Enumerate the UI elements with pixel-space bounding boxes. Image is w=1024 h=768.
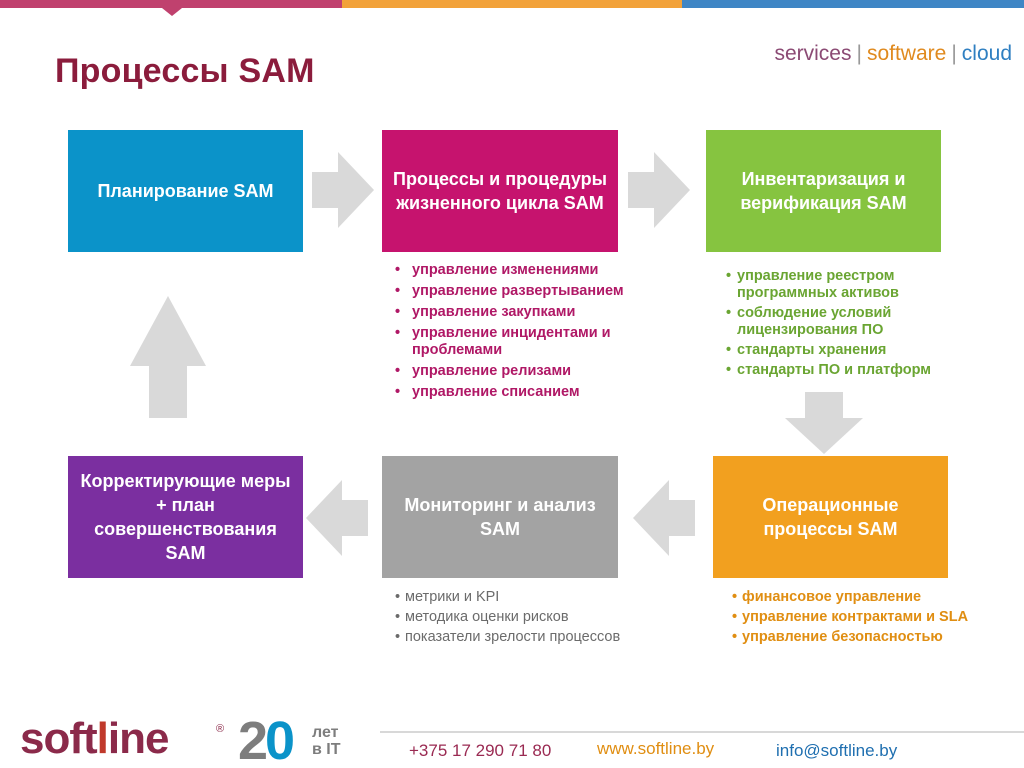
bullet: • (732, 589, 738, 605)
inventory-list: • управление реестром программных активов… (724, 268, 956, 382)
list-item-text: управление релизами (412, 363, 572, 379)
years-line-1: лет (312, 724, 339, 741)
footer-website-link[interactable]: www.softline.by (597, 739, 715, 758)
box-lifecycle-label: Процессы и процедуры жизненного цикла SA… (393, 169, 607, 213)
bullet: • (726, 362, 732, 378)
arrow-left-icon (633, 480, 695, 556)
softline-logo: softline (20, 714, 170, 764)
list-item-text: методика оценки рисков (405, 609, 569, 625)
logo-text-soft: soft (20, 714, 98, 763)
bullet: • (395, 363, 401, 379)
bullet: • (726, 342, 732, 358)
list-item: • управление развертыванием (392, 283, 632, 300)
box-monitoring: Мониторинг и анализ SAM (382, 456, 618, 578)
box-corrective-label: Корректирующие меры + план совершенствов… (80, 471, 291, 563)
top-bar-segment-magenta (0, 0, 342, 8)
list-item-text: управление инцидентами и проблемами (412, 325, 611, 358)
box-operations-label: Операционные процессы SAM (762, 495, 899, 539)
list-item: •методика оценки рисков (394, 609, 634, 626)
tagline-software: software (866, 42, 947, 65)
bullet: • (732, 609, 738, 625)
list-item-text: управление списанием (412, 384, 580, 400)
list-item: • стандарты ПО и платформ (724, 362, 956, 379)
list-item: •управление безопасностью (731, 629, 971, 646)
top-bar-segment-blue (682, 0, 1024, 8)
bullet: • (395, 629, 401, 645)
list-item: • управление списанием (392, 384, 632, 401)
footer-phone: +375 17 290 71 80 (409, 741, 552, 760)
list-item-text: управление безопасностью (742, 629, 943, 645)
tagline-separator: | (856, 42, 862, 65)
anniversary-digit-2: 2 (238, 711, 268, 768)
arrow-right-icon (312, 152, 374, 228)
arrow-right-icon (628, 152, 690, 228)
list-item: •финансовое управление (731, 589, 971, 606)
bullet: • (395, 304, 401, 320)
list-item-text: метрики и KPI (405, 589, 500, 605)
monitoring-list: •метрики и KPI •методика оценки рисков •… (394, 589, 634, 649)
list-item: • управление изменениями (392, 262, 632, 279)
bullet: • (395, 589, 401, 605)
lifecycle-list: • управление изменениями • управление разв… (392, 262, 632, 405)
registered-mark: ® (216, 723, 225, 735)
arrow-down-icon (785, 392, 863, 454)
bullet: • (732, 629, 738, 645)
list-item: •управление контрактами и SLA (731, 609, 971, 626)
anniversary-digit-0: 0 (265, 711, 295, 768)
box-lifecycle: Процессы и процедуры жизненного цикла SA… (382, 130, 618, 252)
footer-divider (380, 731, 1024, 733)
list-item-text: стандарты ПО и платформ (737, 362, 931, 378)
top-color-bar (0, 0, 1024, 8)
box-planning-label: Планирование SAM (97, 181, 274, 201)
top-bar-segment-orange (342, 0, 682, 8)
list-item-text: управление изменениями (412, 262, 599, 278)
tagline: services|software|cloud (774, 42, 1012, 66)
list-item: • управление релизами (392, 363, 632, 380)
anniversary-logo: 20 (238, 710, 295, 768)
bullet: • (726, 305, 732, 321)
top-bar-notch (162, 8, 182, 16)
tagline-services: services (774, 42, 852, 65)
page-title: Процессы SAM (55, 52, 315, 90)
list-item-text: управление закупками (412, 304, 576, 320)
list-item-text: финансовое управление (742, 589, 922, 605)
list-item-text: управление развертыванием (412, 283, 624, 299)
list-item: • управление инцидентами и проблемами (392, 325, 632, 359)
list-item: • управление реестром программных активов (724, 268, 956, 302)
box-operations: Операционные процессы SAM (713, 456, 948, 578)
list-item-text: управление контрактами и SLA (742, 609, 969, 625)
arrow-left-icon (306, 480, 368, 556)
bullet: • (395, 325, 401, 341)
years-line-2: в IT (312, 741, 341, 758)
list-item: •показатели зрелости процессов (394, 629, 634, 646)
list-item-text: стандарты хранения (737, 342, 887, 358)
box-corrective: Корректирующие меры + план совершенствов… (68, 456, 303, 578)
logo-text-ine: ine (107, 714, 170, 763)
operations-list: •финансовое управление •управление контр… (731, 589, 971, 649)
list-item: • соблюдение условий лицензирования ПО (724, 305, 956, 339)
footer-email-link[interactable]: info@softline.by (776, 741, 898, 760)
box-monitoring-label: Мониторинг и анализ SAM (404, 495, 596, 539)
list-item: • стандарты хранения (724, 342, 956, 359)
list-item-text: управление реестром программных активов (737, 268, 899, 301)
logo-text-l: l (96, 714, 109, 763)
arrow-up-icon (130, 296, 206, 418)
bullet: • (395, 283, 401, 299)
tagline-separator: | (951, 42, 957, 65)
list-item: •метрики и KPI (394, 589, 634, 606)
box-planning: Планирование SAM (68, 130, 303, 252)
bullet: • (726, 268, 732, 284)
tagline-cloud: cloud (961, 42, 1012, 65)
bullet: • (395, 384, 401, 400)
bullet: • (395, 609, 401, 625)
box-inventory: Инвентаризация и верификация SAM (706, 130, 941, 252)
list-item-text: соблюдение условий лицензирования ПО (737, 305, 892, 338)
box-inventory-label: Инвентаризация и верификация SAM (740, 169, 907, 213)
list-item-text: показатели зрелости процессов (405, 629, 621, 645)
bullet: • (395, 262, 401, 278)
list-item: • управление закупками (392, 304, 632, 321)
